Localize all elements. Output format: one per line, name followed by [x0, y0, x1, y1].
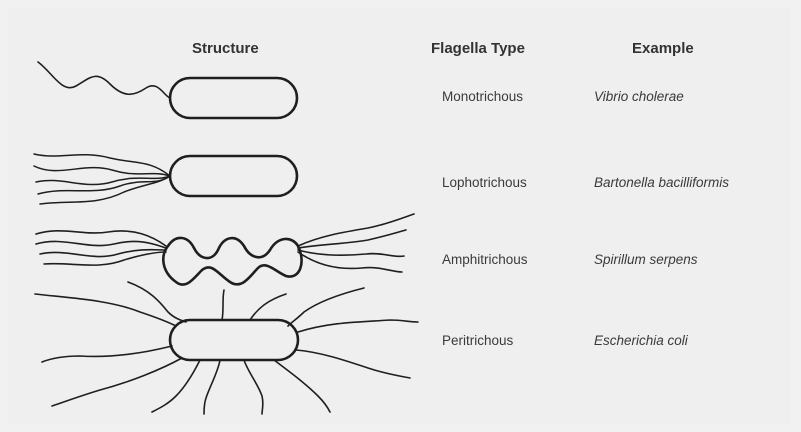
flagellum [36, 231, 166, 246]
bacterium-body [170, 78, 297, 118]
flagellum [288, 288, 364, 326]
flagellum [52, 358, 182, 406]
peritrichous-cell-drawing [35, 282, 418, 414]
flagellum [298, 320, 418, 332]
flagellum [250, 294, 286, 320]
flagellum [35, 294, 176, 326]
bacterium-body [163, 238, 301, 285]
flagellum [38, 62, 170, 98]
flagellum [36, 241, 166, 248]
amphitrichous-cell-drawing [36, 214, 414, 285]
flagellum [34, 154, 170, 176]
flagellum [298, 250, 404, 256]
flagellum [244, 360, 263, 414]
flagellum [222, 290, 224, 320]
flagellum [274, 360, 330, 412]
bacterium-body [170, 320, 298, 360]
flagellum [34, 166, 170, 176]
flagellum [128, 282, 186, 322]
flagellum [204, 360, 220, 414]
flagellum [42, 346, 172, 362]
monotrichous-cell-drawing [38, 62, 297, 118]
flagellum [44, 252, 166, 265]
lophotrichous-cell-drawing [34, 154, 297, 204]
flagellum [152, 360, 200, 412]
flagellum [296, 350, 410, 378]
bacterium-body [170, 156, 297, 196]
flagellum [40, 250, 166, 257]
